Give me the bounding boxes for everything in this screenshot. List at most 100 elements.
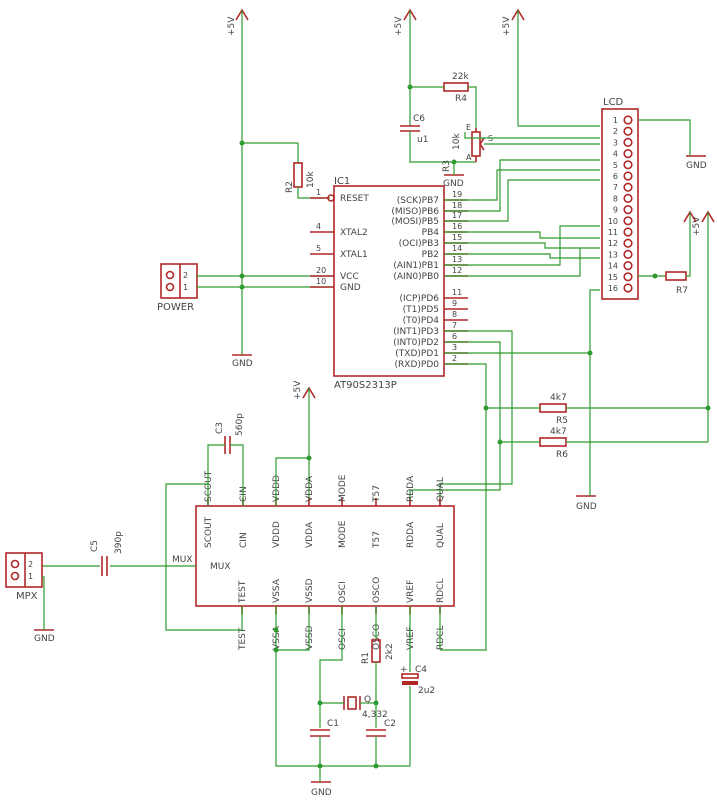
rds-pin-inner: VSSA: [272, 578, 282, 603]
lcd-pin-number: 1: [613, 116, 618, 125]
ic1-pin-label: (T1)PD5: [403, 305, 439, 315]
lcd-pin-number: 7: [613, 183, 618, 192]
supply-label: +5V: [293, 380, 303, 400]
lcd-pin: [623, 216, 633, 226]
rds-pin-outer: OSCO: [372, 624, 382, 650]
rds-pin-outer: TEST: [238, 627, 248, 651]
lcd-pin: [623, 182, 633, 192]
supply-label: +5V: [692, 216, 702, 236]
ic1-pin-number: 4: [316, 222, 321, 231]
ic1-pin-number: 11: [452, 288, 462, 297]
ground-c6: GND: [443, 174, 464, 189]
rds-pin-outer: VDDA: [305, 475, 315, 502]
ic1-pin-label: VCC: [340, 272, 359, 282]
resistor-r5: 4k7 R5: [539, 393, 568, 426]
capacitor-c1: C1: [310, 719, 339, 737]
c4-value: 2u2: [418, 686, 435, 696]
ic1-pin-label: PB2: [422, 250, 439, 260]
ic1-pin-label: PB4: [422, 228, 440, 238]
ground-lcd: GND: [686, 155, 707, 171]
rds-pin-outer: T57: [372, 485, 382, 503]
r3-value: 10k: [452, 133, 462, 150]
resistor-r7: R7: [665, 271, 688, 296]
resistor-r4: 22k R4: [443, 72, 469, 104]
r1-value: 2k2: [385, 643, 395, 660]
lcd-pin: [623, 160, 633, 170]
lcd-pin-number: 6: [613, 172, 618, 181]
crystal-q: Q 4,332: [343, 695, 388, 720]
lcd-pin-number: 11: [608, 228, 618, 237]
ic1-pin-number: 16: [452, 222, 462, 231]
lcd-pin: [623, 227, 633, 237]
rds-pin-inner: QUAL: [436, 523, 446, 548]
lcd-pin-number: 14: [608, 262, 618, 271]
ic1-pin-number: 12: [452, 266, 462, 275]
lcd-pin-number: 13: [608, 250, 618, 259]
ic1-pin-number: 2: [452, 354, 457, 363]
ic1-pin-label: (AIN0)PB0: [393, 272, 439, 282]
ic1-pin-number: 13: [452, 255, 462, 264]
mpx-connector: 2 1 MPX: [5, 552, 43, 602]
rds-pin-inner: VREF: [406, 580, 416, 603]
rds-decoder: [195, 505, 455, 607]
lcd-pin-number: 5: [613, 161, 618, 170]
capacitor-c2: C2: [366, 719, 396, 737]
rds-pin-inner: OSCO: [372, 577, 382, 603]
rds-pin-inner: RDCL: [436, 579, 446, 603]
c3-value: 560p: [235, 413, 245, 436]
r7-name: R7: [676, 286, 688, 296]
rds-pin-inner: VSSD: [305, 578, 315, 603]
supply-5v-3: +5V: [502, 8, 525, 126]
c5-name: C5: [90, 540, 100, 552]
ic1-pin-number: 5: [316, 244, 321, 253]
ground-label: GND: [232, 359, 253, 369]
r2-value: 10k: [306, 171, 316, 188]
c5-value: 390p: [114, 531, 124, 554]
ic1-pin-number: 7: [452, 321, 457, 330]
lcd-pin-number: 2: [613, 127, 618, 136]
rds-mux-outer: MUX: [172, 555, 193, 565]
ground-label: GND: [311, 788, 332, 798]
lcd-connector: LCD: [601, 97, 639, 300]
ground-label: GND: [443, 179, 464, 189]
ic1-pin-label: (SCK)PB7: [397, 196, 439, 206]
r2-name: R2: [285, 181, 295, 193]
lcd-label: LCD: [603, 97, 624, 108]
ground-label: GND: [576, 502, 597, 512]
rds-pin-outer: RDCL: [436, 626, 446, 650]
ground-mpx: GND: [34, 629, 55, 644]
capacitor-c4: + C4 2u2: [400, 665, 435, 696]
supply-label: +5V: [394, 16, 404, 36]
lcd-pin-number: 10: [608, 217, 618, 226]
r6-name: R6: [556, 450, 568, 460]
rds-pin-outer: SCOUT: [204, 470, 214, 502]
ic1-pin-number: 18: [452, 201, 462, 210]
rds-mux-inner: MUX: [210, 562, 231, 572]
rds-pin-inner: VDDA: [305, 521, 315, 548]
c2-name: C2: [384, 719, 396, 729]
r3-name: R3: [442, 160, 452, 172]
ground-label: GND: [34, 634, 55, 644]
c4-plus: +: [400, 665, 408, 675]
lcd-pin: [623, 272, 633, 282]
ic1-pin-number: 20: [316, 266, 326, 275]
ic1-pin-number: 14: [452, 244, 462, 253]
lcd-pin-number: 12: [608, 239, 618, 248]
lcd-pin: [623, 149, 633, 159]
rds-pin-outer: RDDA: [406, 475, 416, 502]
potentiometer-r3: E A S R3 10k: [442, 123, 493, 172]
rds-pin-inner: MODE: [338, 520, 348, 548]
r6-value: 4k7: [550, 427, 567, 437]
ic1-pin-number: 17: [452, 211, 462, 220]
r5-value: 4k7: [550, 393, 567, 403]
lcd-pin: [623, 249, 633, 259]
pin-number: 1: [28, 572, 33, 581]
rds-pin-outer: MODE: [338, 474, 348, 502]
ic1-pin-label: (T0)PD4: [403, 316, 440, 326]
rds-pin-inner: TEST: [238, 580, 248, 604]
ic1-pin-label: GND: [340, 283, 361, 293]
rds-pin-inner: CIN: [239, 532, 249, 548]
